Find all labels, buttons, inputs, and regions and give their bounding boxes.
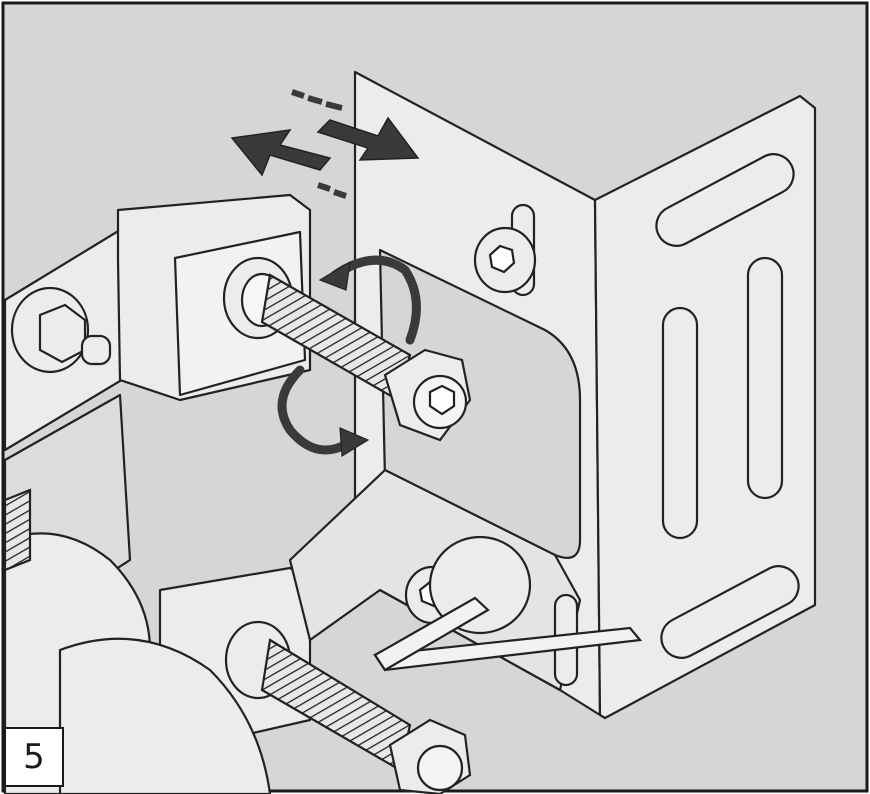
motion-dash-top-3 [325,101,343,111]
side-slot-left [661,306,699,540]
step-number-box: 5 [4,727,64,787]
allen-key-short-arm [373,596,490,672]
motion-dash-top-1 [291,89,305,99]
side-slot-top [655,153,795,247]
bracket-screw-top-socket [488,244,516,274]
rotation-arrow-bottom-arc [277,365,350,455]
slide-arrow-right [316,116,420,161]
cylinder-thread-stub [3,488,32,572]
motion-dash-bottom-2 [333,189,347,199]
cylinder-lower [58,637,272,794]
side-slot-bottom [660,565,800,659]
upper-hex-socket [428,384,456,416]
slide-arrow-left [230,129,332,177]
motion-dash-top-2 [307,95,323,105]
rotation-arrowhead-bottom [339,427,370,458]
bracket-side-plate [593,94,817,720]
left-bolt-tip [80,334,112,366]
bracket-plate-window [378,248,582,559]
side-slot-right [746,256,784,500]
rotation-arrow-top-arc [330,255,421,345]
motion-dash-bottom-1 [317,182,331,192]
rotation-arrowhead-top [318,260,351,291]
lower-socket-head [416,744,464,792]
slide-direction-arrows [230,89,420,199]
step-number: 5 [23,737,45,777]
